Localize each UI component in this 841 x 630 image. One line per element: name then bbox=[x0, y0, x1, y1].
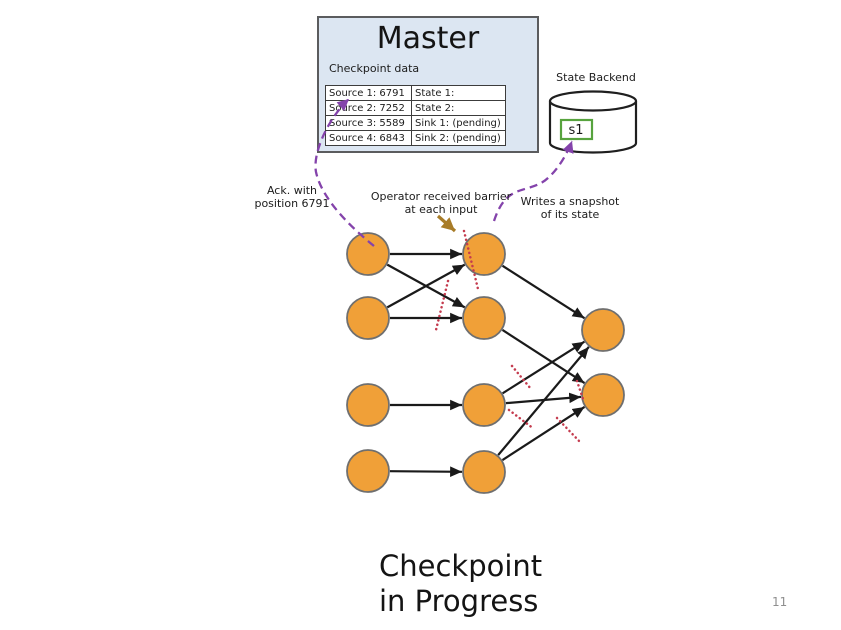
annotation-writes-snapshot: Writes a snapshot of its state bbox=[520, 195, 620, 221]
snapshot-s1-box: s1 bbox=[559, 118, 594, 141]
slide-title-line1: Checkpoint bbox=[379, 549, 543, 583]
node-sink-1 bbox=[581, 308, 625, 352]
barrier-mark-6 bbox=[575, 379, 585, 401]
table-row: Source 2: 7252 State 2: bbox=[325, 100, 506, 116]
edge-op-3-sink-1 bbox=[502, 340, 585, 395]
table-cell-state-2: State 2: bbox=[411, 100, 506, 116]
edge-op-4-sink-1 bbox=[497, 346, 590, 456]
table-cell-source-2: Source 2: 7252 bbox=[325, 100, 412, 116]
edge-source-1-op-2 bbox=[386, 263, 466, 309]
edge-op-4-sink-2 bbox=[501, 406, 586, 461]
state-backend-cylinder bbox=[548, 90, 638, 154]
node-source-3 bbox=[346, 383, 390, 427]
table-row: Source 4: 6843 Sink 2: (pending) bbox=[325, 130, 506, 146]
edge-op-1-sink-1 bbox=[501, 264, 586, 320]
barrier-mark-4 bbox=[507, 408, 536, 431]
snapshot-s1-label: s1 bbox=[568, 123, 583, 138]
node-sink-2 bbox=[581, 373, 625, 417]
node-source-4 bbox=[346, 449, 390, 493]
table-row: Source 1: 6791 State 1: bbox=[325, 85, 506, 101]
node-op-1 bbox=[462, 232, 506, 276]
slide-title: Checkpoint in Progress bbox=[379, 549, 542, 619]
barrier-notice-arrow bbox=[436, 214, 457, 233]
cylinder-top bbox=[548, 90, 638, 112]
node-op-2 bbox=[462, 296, 506, 340]
table-cell-sink-1: Sink 1: (pending) bbox=[411, 115, 506, 131]
node-source-1 bbox=[346, 232, 390, 276]
node-source-2 bbox=[346, 296, 390, 340]
table-cell-source-4: Source 4: 6843 bbox=[325, 130, 412, 146]
cylinder-body bbox=[548, 101, 638, 154]
edge-source-2-op-1 bbox=[386, 263, 466, 309]
table-row: Source 3: 5589 Sink 1: (pending) bbox=[325, 115, 506, 131]
annotation-ack: Ack. with position 6791 bbox=[254, 184, 330, 210]
barrier-mark-1 bbox=[462, 229, 480, 291]
page-number: 11 bbox=[772, 595, 788, 609]
annotation-operator-barrier: Operator received barrier at each input bbox=[370, 190, 512, 216]
node-op-3 bbox=[462, 383, 506, 427]
table-cell-source-1: Source 1: 6791 bbox=[325, 85, 412, 101]
dataflow-edges bbox=[386, 248, 590, 477]
barrier-mark-5 bbox=[555, 416, 582, 444]
checkpoint-barrier-marks bbox=[434, 229, 585, 444]
checkpoint-table: Source 1: 6791 State 1: Source 2: 7252 S… bbox=[325, 85, 506, 146]
master-title: Master bbox=[376, 21, 480, 56]
table-cell-state-1: State 1: bbox=[411, 85, 506, 101]
barrier-mark-2 bbox=[434, 279, 450, 332]
edge-source-4-op-4 bbox=[389, 466, 463, 477]
node-op-4 bbox=[462, 450, 506, 494]
notice-arrow bbox=[436, 214, 457, 233]
checkpoint-data-label: Checkpoint data bbox=[329, 62, 420, 75]
table-cell-source-3: Source 3: 5589 bbox=[325, 115, 412, 131]
barrier-mark-3 bbox=[510, 364, 533, 391]
edge-op-3-sink-2 bbox=[505, 392, 582, 405]
dataflow-nodes bbox=[346, 232, 625, 494]
table-cell-sink-2: Sink 2: (pending) bbox=[411, 130, 506, 146]
edge-op-2-sink-2 bbox=[501, 329, 586, 384]
ack-dashed-arrow-2 bbox=[492, 140, 574, 222]
state-backend-label: State Backend bbox=[556, 71, 636, 84]
slide-title-line2: in Progress bbox=[379, 584, 539, 618]
